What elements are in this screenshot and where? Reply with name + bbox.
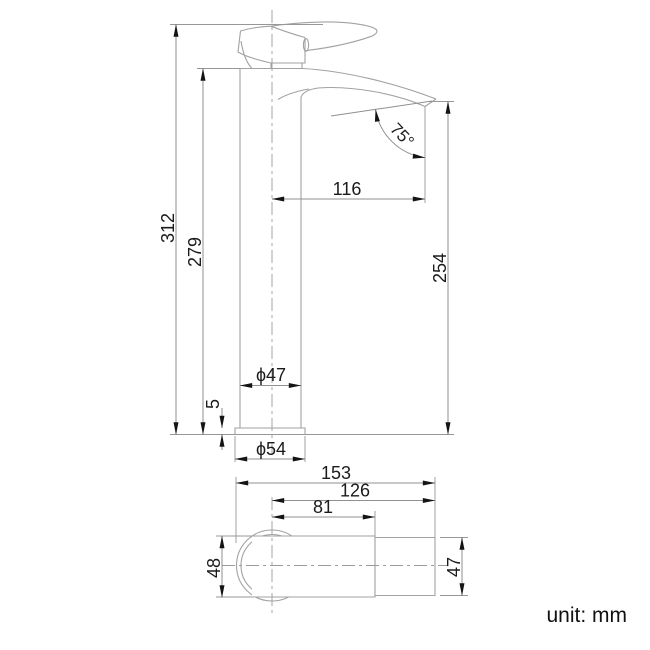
dim-body-width: 48 [204,558,224,578]
dim-spout-outlet-height: 254 [430,253,450,283]
spout-body-plan [252,535,376,598]
spout-tip-edge [424,98,437,107]
spout-top-curve [302,67,437,100]
dim-length-to-step: 126 [340,481,370,501]
dim-overall-length: 153 [321,463,351,483]
faucet-top-view [222,497,448,613]
dim-spout-length: 81 [313,497,333,517]
dim-height-to-spout-top: 279 [185,237,205,267]
spout-end-plan [374,536,436,597]
unit-note: unit: mm [546,604,627,627]
base-flange [234,427,306,436]
angle-leg [330,100,433,117]
spout-inner-curve [277,88,310,100]
dim-overall-height: 312 [158,213,178,243]
top-view-dimensions: 153 126 81 48 47 [204,463,468,598]
handle-outline [237,21,378,64]
handle-fillet [240,40,253,69]
dim-base-thickness: 5 [203,399,223,409]
handle-pivot-detail [302,38,310,52]
angle-arc [374,109,426,159]
dim-spout-reach: 116 [333,179,362,199]
dim-spout-angle: 75° [386,119,418,151]
dim-base-diameter: ϕ54 [256,439,286,459]
dim-body-diameter: ϕ47 [256,365,286,385]
dim-spout-width: 47 [444,557,464,577]
spout-underside-curve [300,87,426,108]
handle-inner-curve [270,25,306,39]
faucet-side-view [234,10,437,462]
